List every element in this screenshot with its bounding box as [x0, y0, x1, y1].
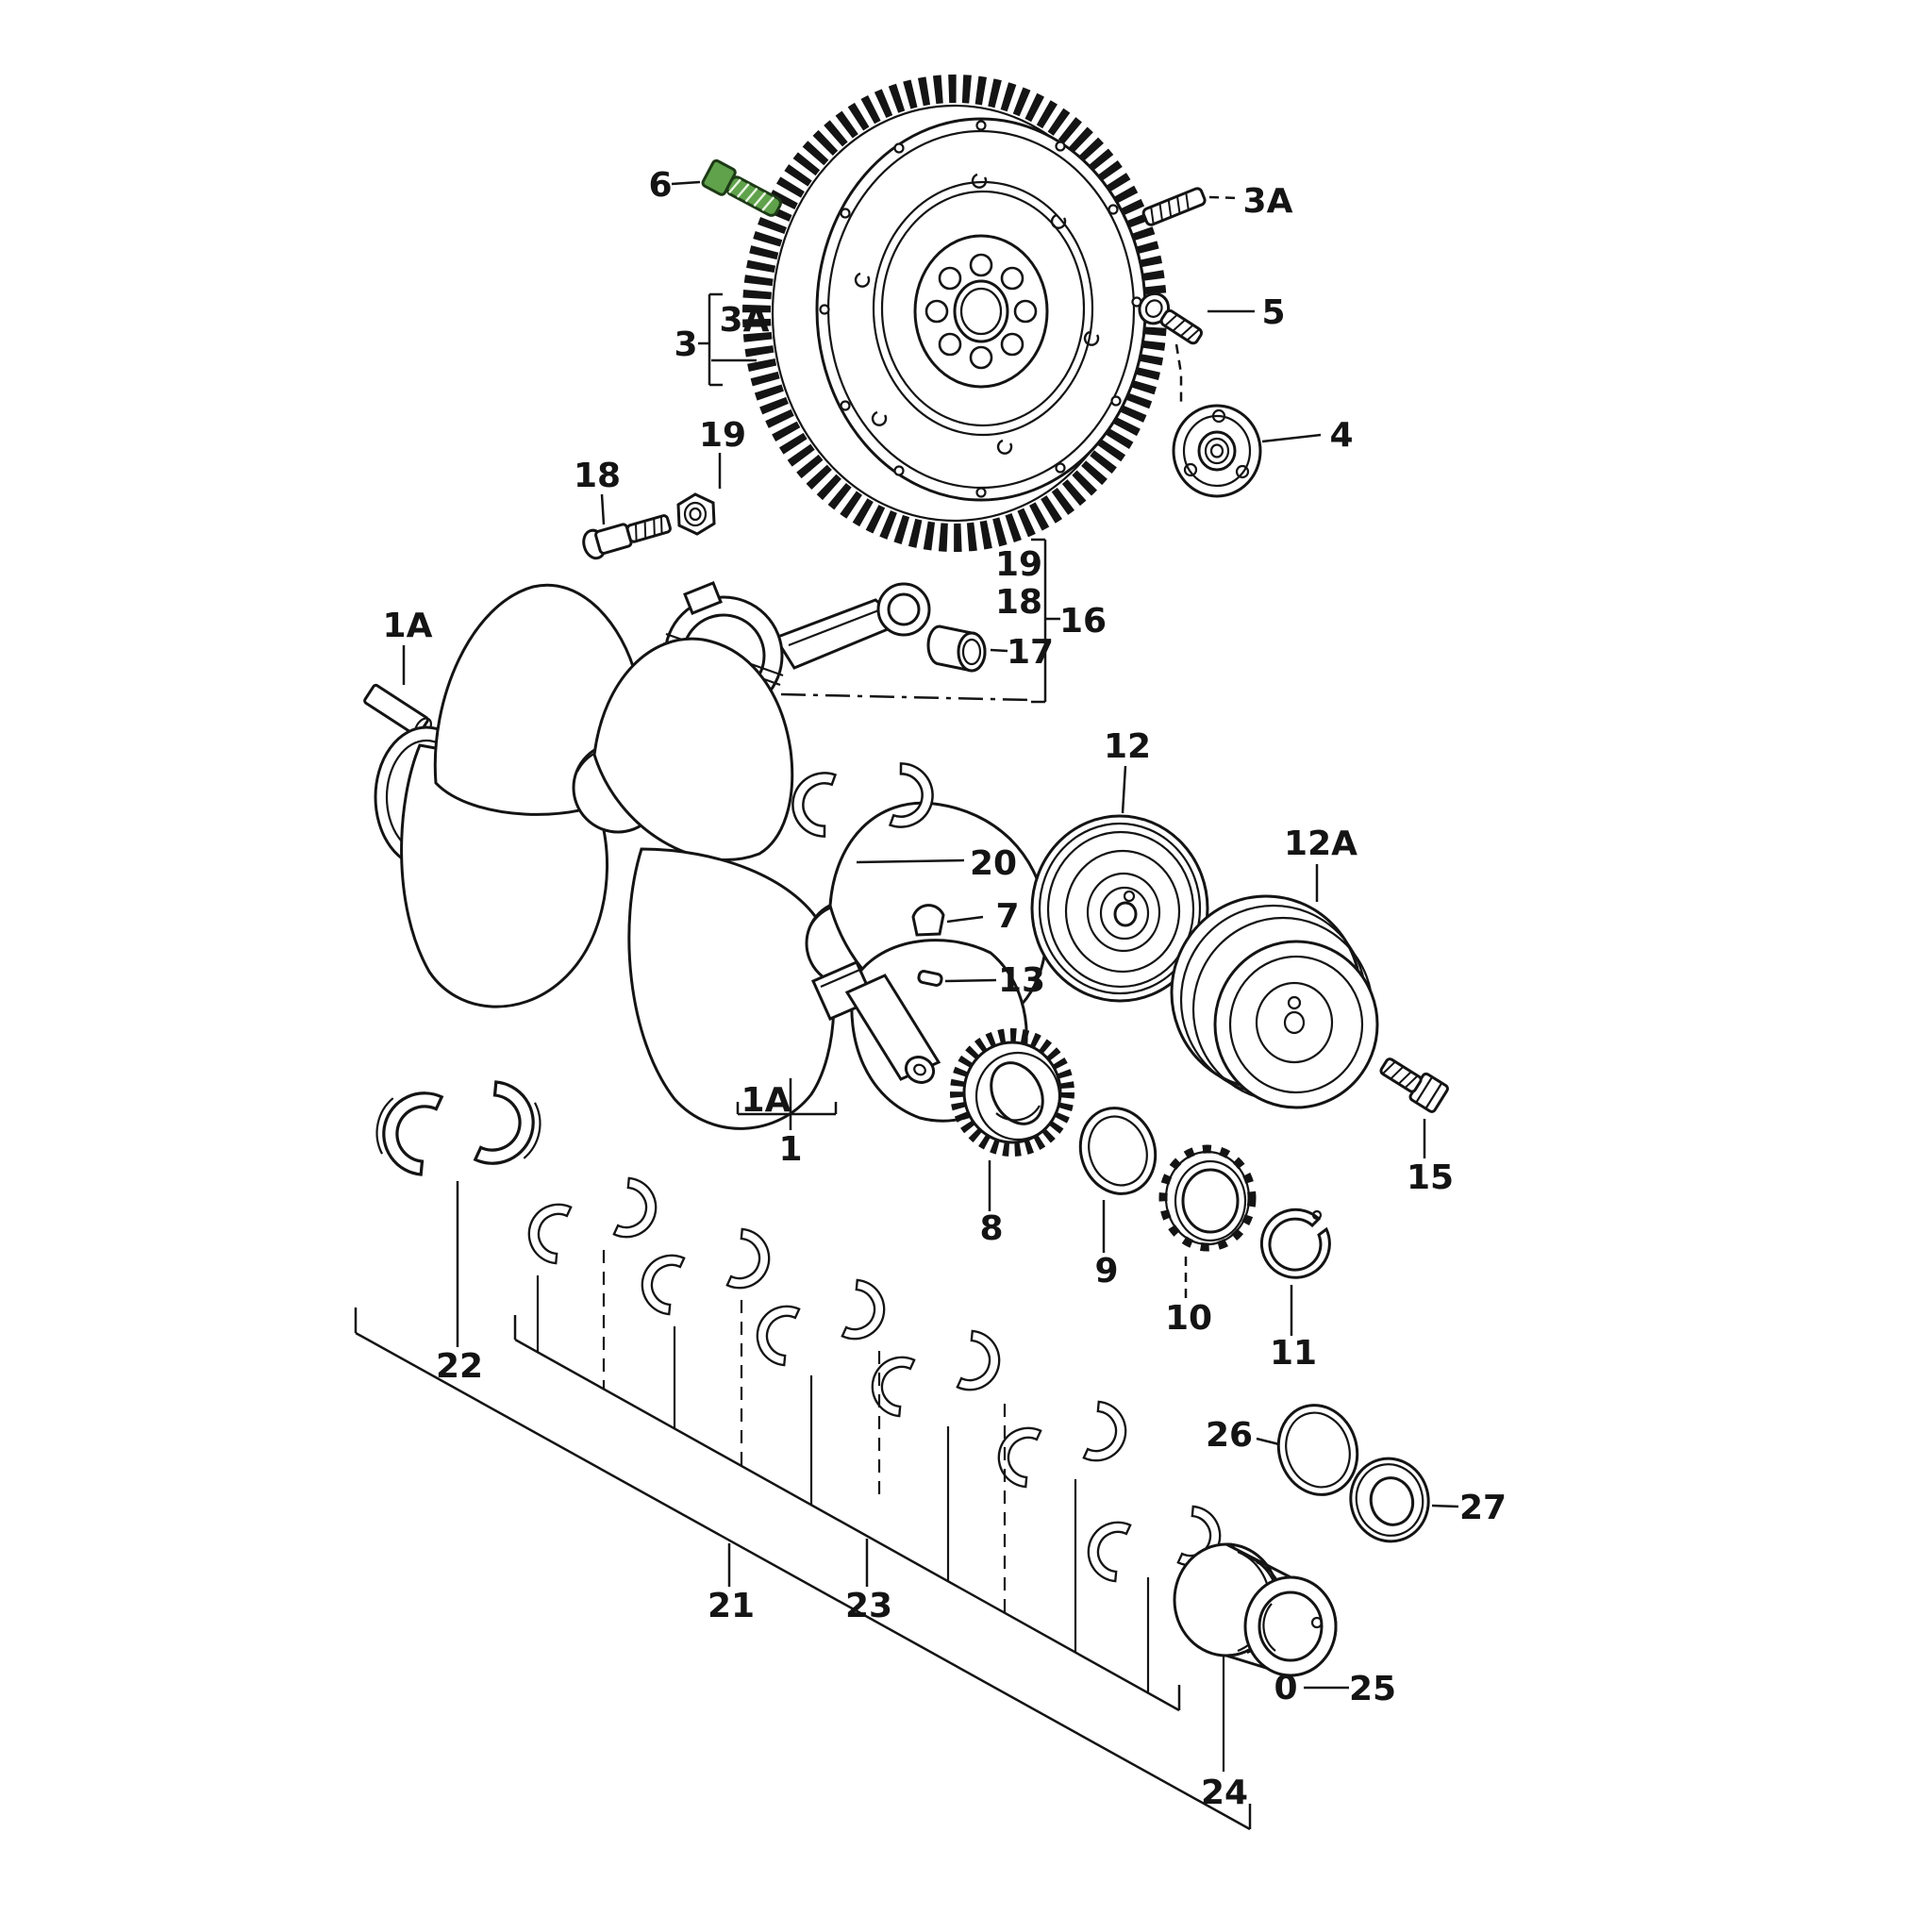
pulley-12a	[1170, 894, 1379, 1109]
callout-21: 21	[708, 1587, 755, 1625]
leader-18	[600, 493, 606, 525]
leader-5-to-4	[1174, 343, 1183, 404]
woodruff-key-7	[911, 904, 945, 937]
pin-13	[917, 970, 943, 987]
bracket-21: 21	[354, 1307, 1252, 1831]
timing-gear-8	[950, 1028, 1074, 1157]
callout-24: 24	[1201, 1774, 1248, 1812]
callout-3: 3	[674, 325, 697, 364]
callout-3a-bracket: 3A	[720, 301, 770, 340]
callout-9: 9	[1094, 1252, 1118, 1291]
callout-23: 23	[845, 1587, 892, 1625]
callout-10: 10	[1165, 1299, 1212, 1338]
seal-ring-27	[1349, 1457, 1430, 1543]
leader-26	[1256, 1437, 1280, 1446]
bushing-17	[926, 625, 987, 673]
callout-1-bracket: 1A 1	[736, 1078, 838, 1169]
leader-13	[944, 978, 997, 983]
callout-20: 20	[970, 844, 1017, 883]
callout-12a: 12A	[1284, 824, 1357, 863]
leader-27	[1431, 1504, 1459, 1508]
callout-12: 12	[1104, 727, 1151, 766]
rod-nut-19	[676, 492, 716, 536]
flywheel-hub	[913, 234, 1049, 389]
flywheel-face-holes	[854, 173, 1100, 455]
callout-6: 6	[648, 166, 672, 205]
callout-5: 5	[1261, 293, 1285, 332]
callout-27: 27	[1459, 1489, 1507, 1527]
crankshaft	[374, 583, 1048, 1130]
snap-ring-11	[1259, 1208, 1331, 1279]
thrust-bearing-shells-22	[373, 1079, 544, 1177]
callout-19-col: 19	[995, 545, 1042, 584]
leader-4	[1261, 433, 1322, 443]
callout-1a-pin: 1A	[383, 607, 433, 645]
callout-26: 26	[1206, 1416, 1253, 1455]
callout-17: 17	[1007, 633, 1054, 672]
callout-25: 25	[1349, 1670, 1396, 1708]
callout-16: 16	[1059, 602, 1107, 641]
lock-ring-10	[1158, 1144, 1257, 1252]
stud-3a	[1141, 187, 1207, 226]
callout-1: 1	[778, 1130, 802, 1169]
o-ring-26	[1276, 1404, 1359, 1496]
callout-7: 7	[995, 897, 1019, 936]
bolt-5	[1138, 291, 1203, 345]
bolt-15	[1379, 1058, 1449, 1113]
callout-13: 13	[998, 961, 1045, 1000]
callout-22: 22	[436, 1347, 483, 1386]
leader-6	[671, 180, 701, 186]
main-bearing-shells-row	[521, 1176, 1228, 1583]
callout-11: 11	[1270, 1334, 1317, 1373]
flywheel-bolt-6-highlighted	[701, 158, 782, 217]
callout-4: 4	[1329, 416, 1353, 455]
flywheel	[815, 117, 1147, 502]
pilot-bearing-25	[1173, 1542, 1338, 1677]
callout-0-symbol: 0	[1274, 1669, 1297, 1707]
callout-18-top: 18	[574, 457, 621, 495]
pulley-12	[1030, 814, 1209, 1003]
leader-12	[1121, 765, 1127, 814]
callout-1a-bracket: 1A	[741, 1081, 791, 1120]
shell-leader-lines	[536, 1250, 1225, 1772]
callout-8: 8	[979, 1209, 1003, 1248]
callout-3-bracket: 3 3A	[674, 292, 770, 387]
ring-9	[1078, 1107, 1158, 1195]
leader-7	[946, 915, 984, 924]
leader-3a	[1208, 195, 1241, 200]
callout-18-col: 18	[995, 583, 1042, 622]
leader-20	[856, 858, 965, 864]
callout-15: 15	[1407, 1158, 1454, 1197]
callout-3a-stud: 3A	[1243, 182, 1293, 221]
flywheel-rivet-holes	[819, 120, 1142, 498]
callout-19-top: 19	[699, 416, 746, 455]
callout-16-bracket: 19 18 16 17	[780, 538, 1107, 704]
hub-4	[1172, 404, 1262, 498]
rod-bolt-18	[582, 514, 672, 560]
callout-25-group: 0 25	[1274, 1669, 1396, 1708]
bracket-23: 23	[513, 1315, 1181, 1712]
